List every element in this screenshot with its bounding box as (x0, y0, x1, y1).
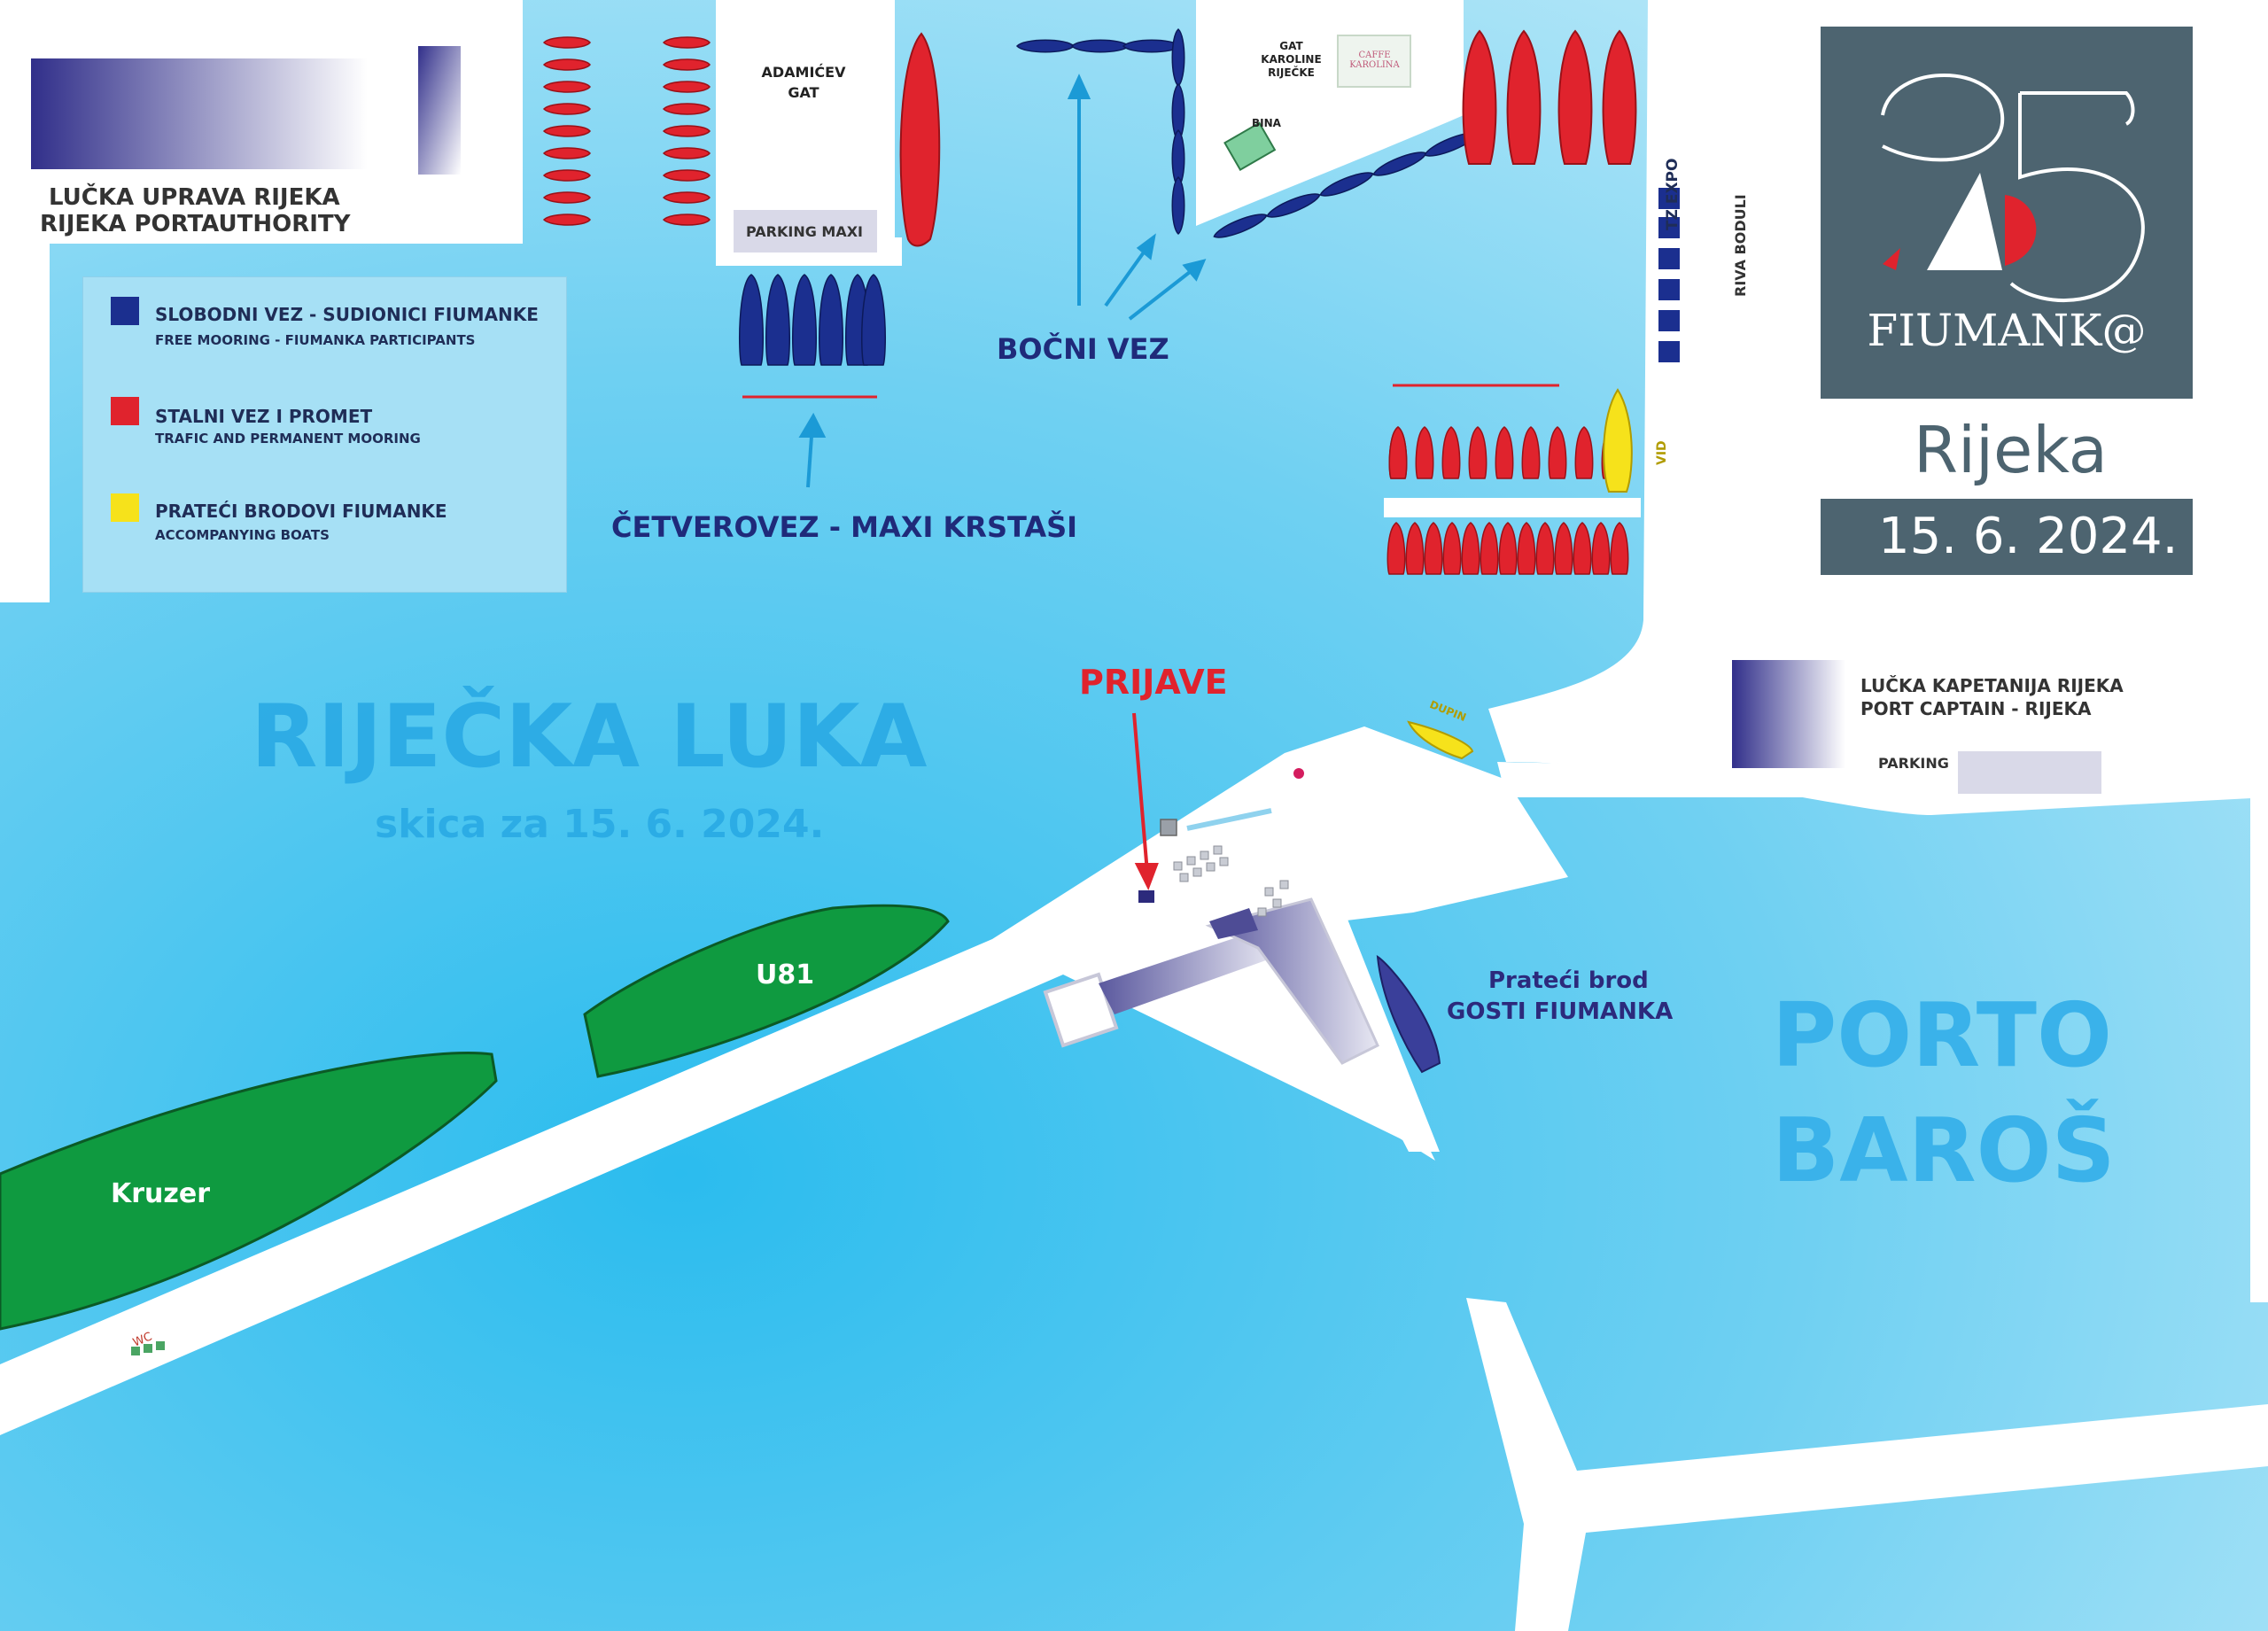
legend-free-sub: FREE MOORING - FIUMANKA PARTICIPANTS (155, 332, 476, 348)
parking-maxi-label: PARKING MAXI (746, 223, 863, 240)
porto-baros-pier (1466, 1298, 2268, 1631)
legend-permanent-sub: TRAFIC AND PERMANENT MOORING (155, 431, 421, 447)
wc-icon (131, 1341, 165, 1355)
captaincy-parking-label: PARKING (1878, 755, 1949, 772)
kruzer-label: Kruzer (111, 1178, 211, 1209)
tz-expo-label: TZ EXPO (1664, 158, 1682, 230)
vid-boat (1603, 388, 1633, 493)
u81-label: U81 (756, 959, 815, 990)
porto-label-1: PORTO (1772, 983, 2113, 1087)
authority-building-2 (418, 46, 461, 175)
accompany-legend-swatch (111, 493, 139, 522)
gat-karoline-label: GAT KAROLINE RIJEČKE (1261, 40, 1322, 79)
dupin-boat (1407, 720, 1474, 760)
prijave-arrow (1132, 712, 1159, 890)
prijave-label: PRIJAVE (1079, 663, 1228, 702)
captaincy-building (1732, 660, 1845, 768)
captaincy-line2: PORT CAPTAIN - RIJEKA (1860, 698, 2092, 719)
cetverovez-label: ČETVEROVEZ - MAXI KRSTAŠI (611, 510, 1078, 544)
caffe-label: CAFFE KAROLINA (1349, 50, 1400, 70)
free-legend-swatch (111, 297, 139, 325)
pratec-brod-line1: Prateći brod (1488, 967, 1649, 994)
info-point-icon (1293, 768, 1304, 779)
captaincy-parking-lot (1958, 751, 2101, 794)
adamicev-gat-label: ADAMIĆEV GAT (761, 64, 846, 101)
seating-area-icon (1173, 845, 1289, 917)
legend-accompany-title: PRATEĆI BRODOVI FIUMANKE (155, 501, 447, 522)
bina-stage-icon (1223, 121, 1277, 171)
event-date-box (1821, 499, 2193, 575)
fiumanka-logo-icon: FIUMANK@ (1868, 74, 2147, 356)
terminal-building (1099, 930, 1276, 1014)
legend-free-title: SLOBODNI VEZ - SUDIONICI FIUMANKE (155, 304, 539, 325)
kruzer-ship (0, 1052, 498, 1331)
breakwater (0, 726, 1568, 1435)
adamicev-gat-pier (716, 0, 902, 266)
legend-panel (82, 276, 567, 593)
event-city: Rijeka (1914, 413, 2108, 487)
caffe-icon (1337, 35, 1411, 88)
authority-building (31, 58, 368, 169)
bina-label: BINA (1252, 117, 1281, 129)
captaincy-line1: LUČKA KAPETANIJA RIJEKA (1860, 675, 2124, 696)
red-boats-top-right (1462, 29, 1637, 165)
u81-ship (583, 904, 950, 1078)
permanent-legend-swatch (111, 397, 139, 425)
red-large-boat (899, 32, 941, 247)
tz-expo-boats (1658, 188, 1680, 362)
legend-accompany-sub: ACCOMPANYING BOATS (155, 527, 330, 543)
harbour-name: RIJEČKA LUKA (251, 687, 928, 788)
authority-label-2: RIJEKA PORTAUTHORITY (40, 211, 351, 237)
vid-label: VID (1655, 440, 1669, 465)
accompanying-guest-boat (1376, 954, 1441, 1074)
porto-label-2: BAROŠ (1772, 1099, 2116, 1202)
parking-maxi-lot (734, 210, 877, 252)
legend-permanent-title: STALNI VEZ I PROMET (155, 406, 373, 427)
arrows-blue (798, 74, 1207, 488)
riva-boduli-label: RIVA BODULI (1732, 194, 1749, 297)
logo-text: FIUMANK@ (1868, 305, 2147, 356)
bocni-vez-label: BOČNI VEZ (997, 332, 1169, 366)
authority-label-1: LUČKA UPRAVA RIJEKA (49, 184, 340, 211)
event-date: 15. 6. 2024. (1878, 508, 2179, 565)
kiosk-icon (1160, 819, 1177, 836)
event-logo: FIUMANK@ (1821, 27, 2193, 399)
registration-point-icon (1138, 890, 1154, 903)
sketch-date: skica za 15. 6. 2024. (375, 802, 825, 847)
pratec-brod-line2: GOSTI FIUMANKA (1447, 998, 1674, 1025)
